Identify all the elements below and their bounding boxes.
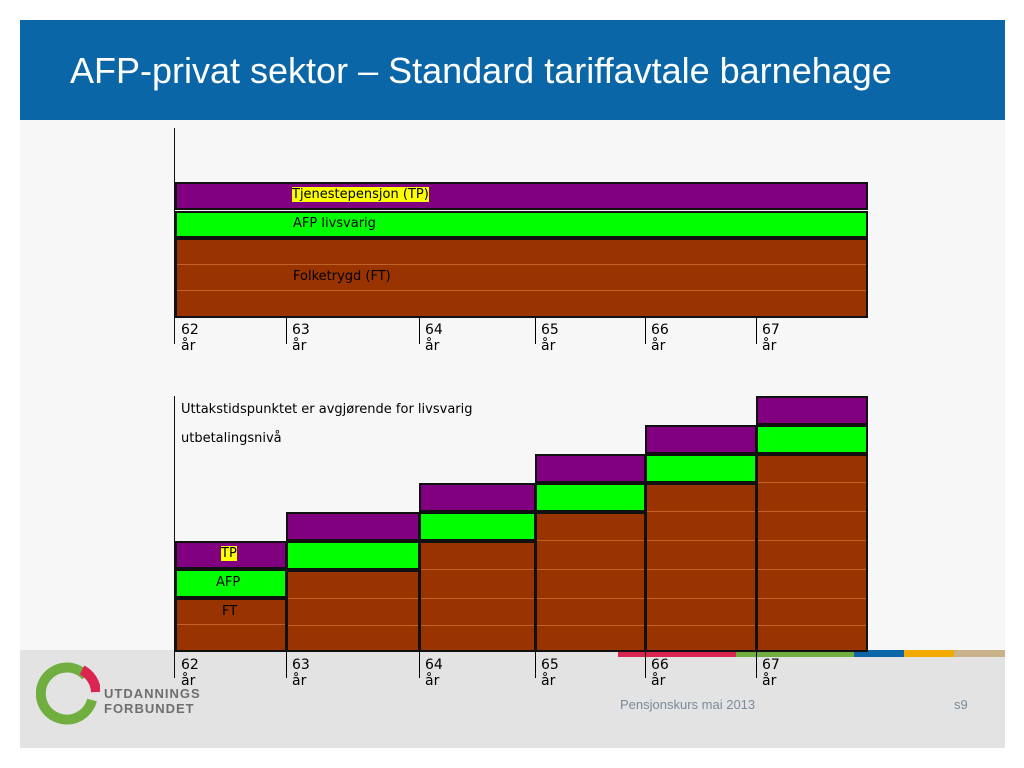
top-tp-label: Tjenestepensjon (TP) (292, 187, 429, 202)
step-65-ft (535, 512, 646, 652)
footer-stripe-green (736, 650, 854, 657)
step-63-afp (286, 541, 420, 570)
top-tp-band (175, 182, 868, 210)
top-afp-label: AFP livsvarig (293, 216, 376, 231)
step-67-afp (756, 425, 868, 454)
bottom-note-line1: Uttakstidspunktet er avgjørende for livs… (181, 402, 473, 417)
step-66-afp (645, 454, 757, 483)
step-64-tp (419, 483, 536, 512)
top-afp-band (175, 211, 868, 238)
utdanningsforbundet-logo-icon (36, 662, 100, 725)
step-67-tp (756, 396, 868, 425)
bottom-ft-label: FT (222, 604, 238, 619)
step-67-ft (756, 454, 868, 652)
logo-text-line2: FORBUNDET (104, 701, 195, 716)
bottom-age-63: 63 år (292, 657, 310, 689)
top-left-axis-line (174, 128, 175, 344)
bottom-age-67: 67 år (762, 657, 780, 689)
top-age-65: 65 år (541, 322, 559, 354)
logo-text-line1: UTDANNINGS (104, 686, 201, 701)
page-number: s9 (954, 697, 968, 712)
bottom-afp-label: AFP (216, 575, 241, 590)
step-64-ft (419, 541, 536, 652)
title-bar (20, 20, 1005, 120)
step-62-afp (175, 569, 287, 598)
bottom-left-axis-line (174, 396, 175, 678)
step-62-ft (175, 598, 287, 652)
step-64-afp (419, 512, 536, 541)
bottom-age-65: 65 år (541, 657, 559, 689)
top-age-64: 64 år (425, 322, 443, 354)
bottom-age-64: 64 år (425, 657, 443, 689)
top-ft-band (175, 238, 868, 318)
bottom-tp-label: TP (221, 546, 237, 561)
footer-course-text: Pensjonskurs mai 2013 (620, 697, 756, 712)
top-age-63: 63 år (292, 322, 310, 354)
step-63-tp (286, 512, 420, 541)
step-63-ft (286, 570, 420, 652)
step-65-afp (535, 483, 646, 512)
bottom-age-62: 62 år (181, 657, 199, 689)
top-age-67: 67 år (762, 322, 780, 354)
step-65-tp (535, 454, 646, 483)
footer-stripe-tan (954, 650, 1005, 657)
step-66-ft (645, 483, 757, 652)
footer-stripe-orange (904, 650, 954, 657)
step-66-tp (645, 425, 757, 454)
top-age-66: 66 år (651, 322, 669, 354)
bottom-age-66: 66 år (651, 657, 669, 689)
footer-stripe-blue (854, 650, 904, 657)
slide-title: AFP-privat sektor – Standard tariffavtal… (70, 50, 892, 91)
footer-stripe-red (618, 650, 736, 657)
bottom-note-line2: utbetalingsnivå (181, 431, 282, 446)
top-age-62: 62 år (181, 322, 199, 354)
footer-band (20, 650, 1005, 748)
top-ft-label: Folketrygd (FT) (293, 269, 391, 284)
